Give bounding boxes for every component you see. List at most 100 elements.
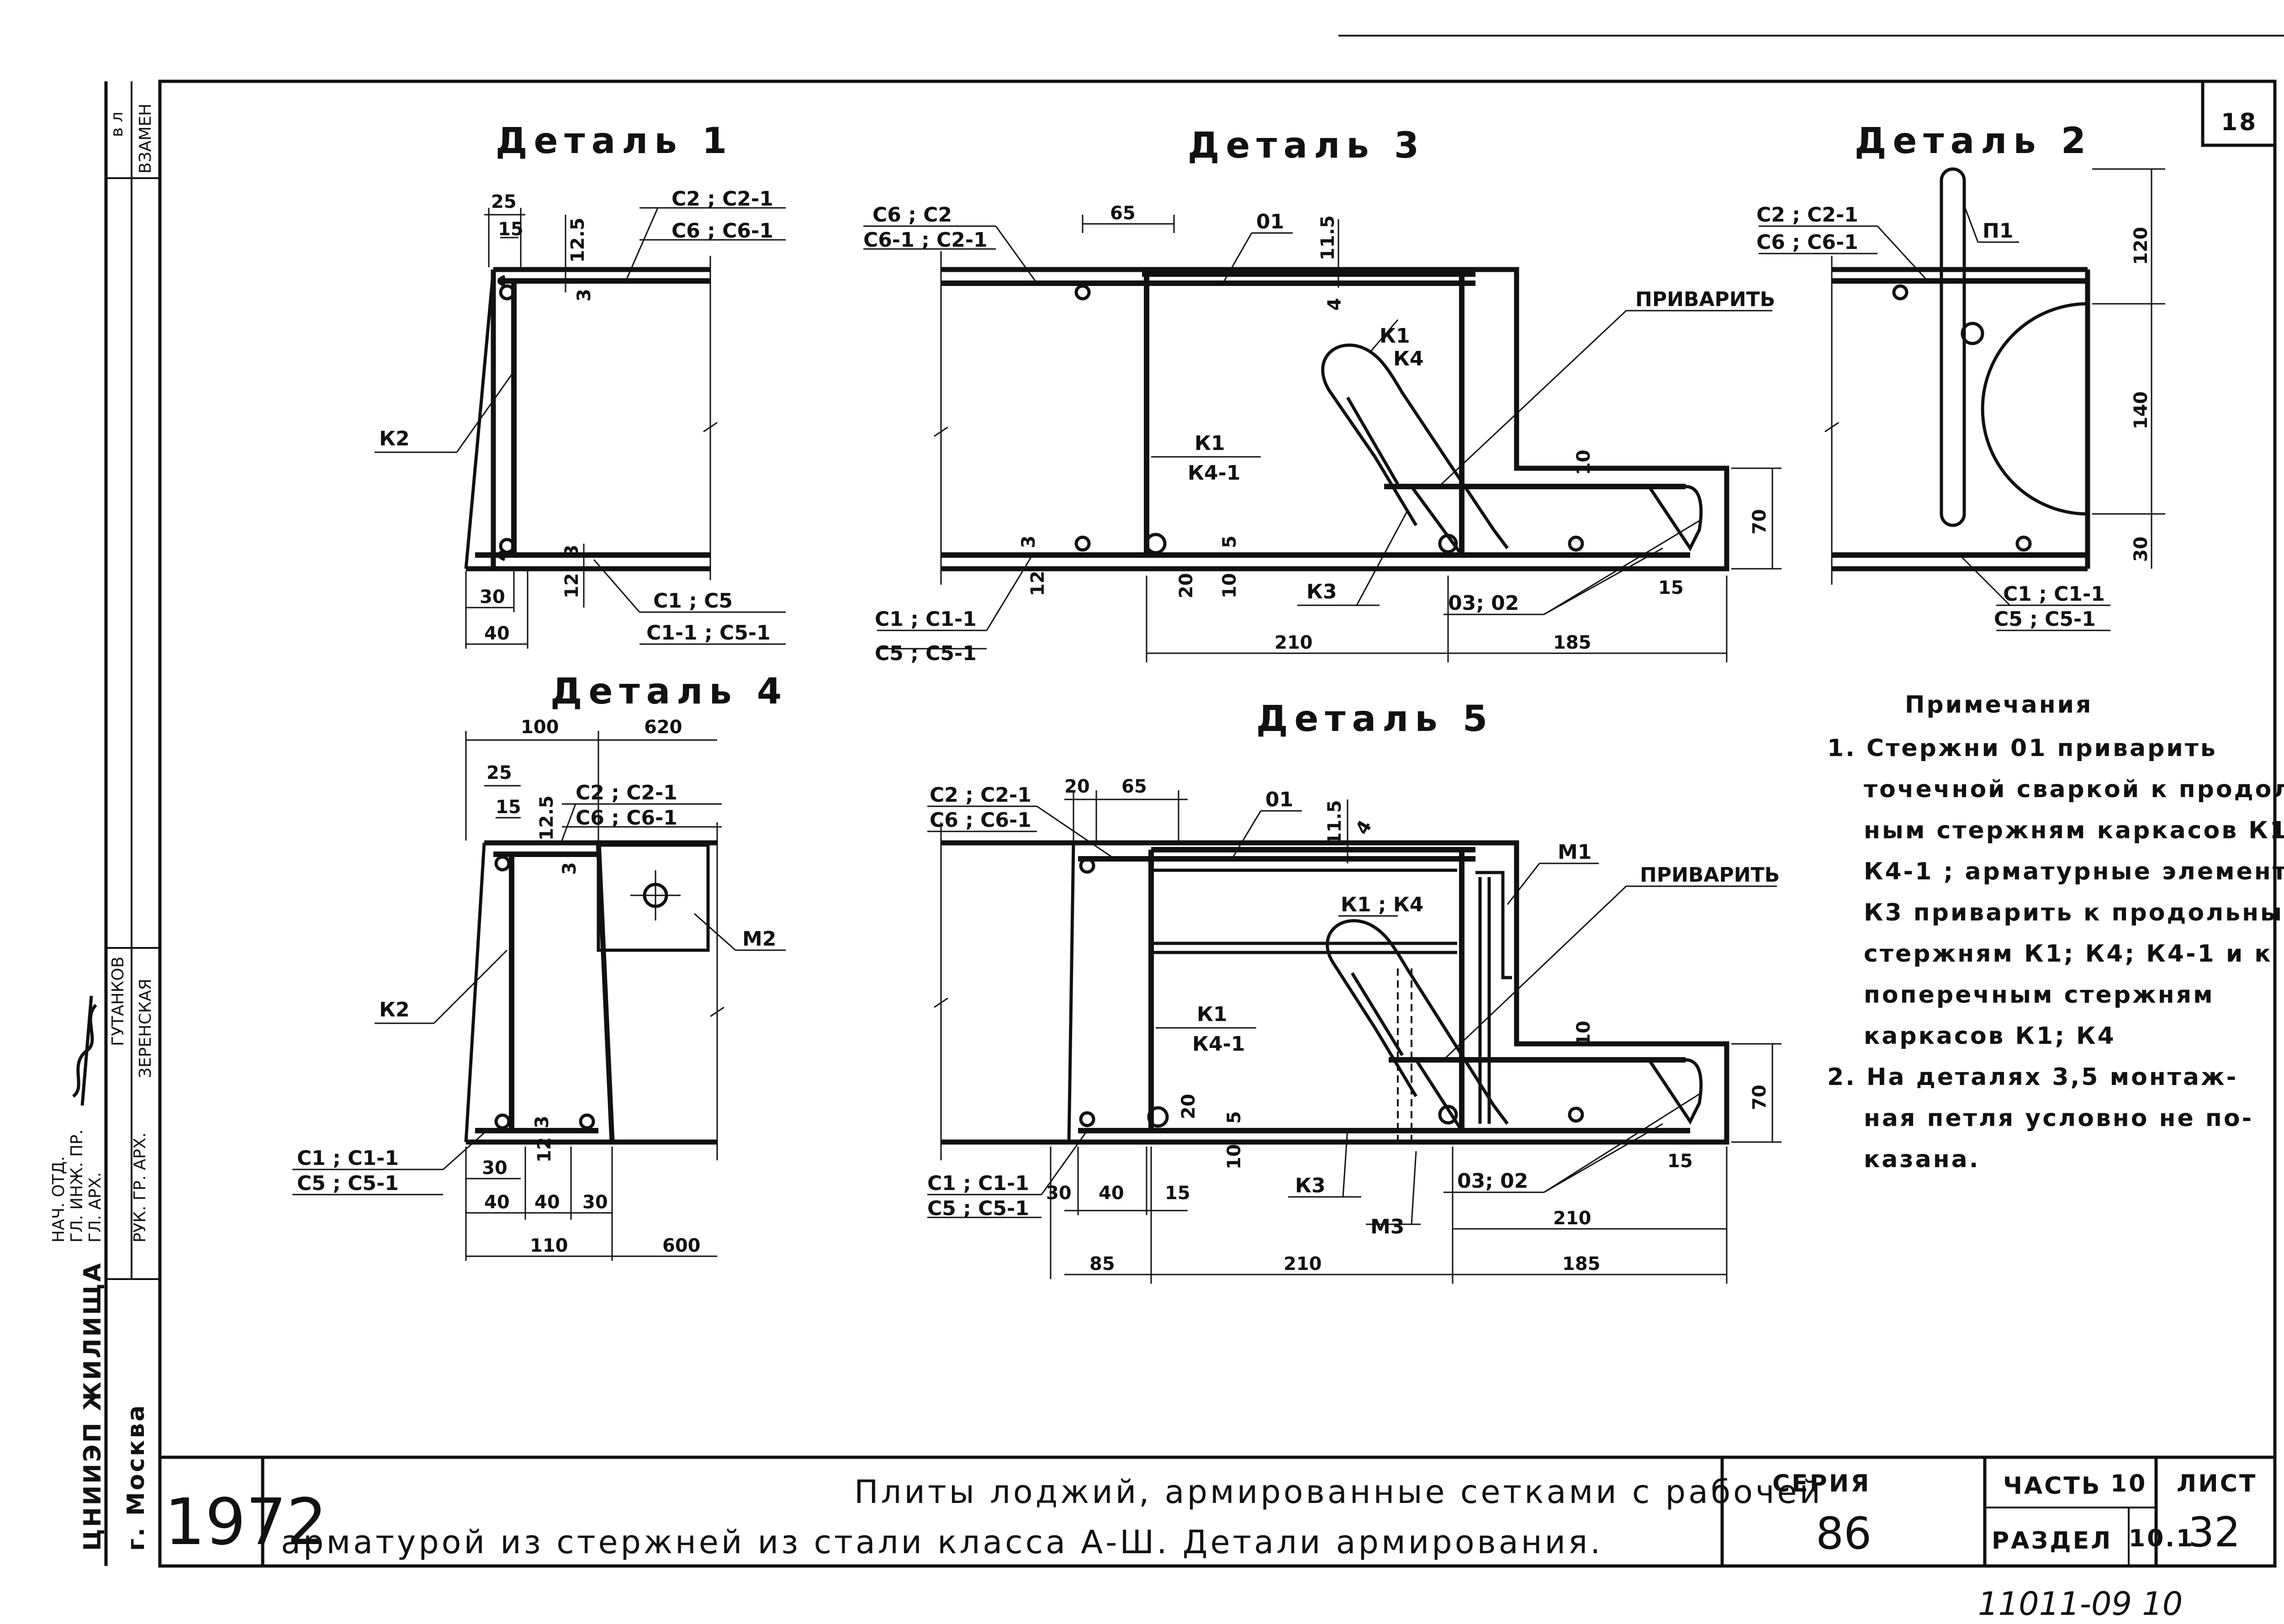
detail-4-outline bbox=[466, 840, 717, 1145]
d3-dim-210: 210 bbox=[1274, 632, 1313, 653]
d5-weld: ПРИВАРИТЬ bbox=[1640, 863, 1780, 887]
d5-dim-15-right: 15 bbox=[1667, 1151, 1693, 1172]
d3-top-bars-1: С6 ; С2 bbox=[872, 203, 952, 227]
d4-dim-3-bot: 3 bbox=[532, 1116, 553, 1128]
detail-4-slope bbox=[464, 842, 486, 1143]
stamp-replace-label: ВЗАМЕН bbox=[136, 104, 155, 174]
d3-bar-01: 01 bbox=[1256, 210, 1284, 233]
d2-top-bars-2: С6 ; С6-1 bbox=[1756, 231, 1858, 254]
d4-dim-12: 12 bbox=[534, 1137, 555, 1163]
d4-dim-620: 620 bbox=[644, 717, 682, 738]
detail-2-outline bbox=[1832, 267, 2090, 571]
d5-bottom-bars-2: С5 ; С5-1 bbox=[927, 1197, 1029, 1220]
d4-top-bars-1: С2 ; С2-1 bbox=[576, 781, 677, 804]
stamp-name-2: ЗЕРЕНСКАЯ bbox=[136, 979, 155, 1078]
tb-drawing-code: 11011-09 10 bbox=[1978, 1585, 2183, 1623]
d5-m3: М3 bbox=[1370, 1215, 1404, 1238]
d5-top-bars-1: С2 ; С2-1 bbox=[930, 783, 1031, 807]
d3-dim-12: 12 bbox=[1027, 571, 1048, 596]
d5-dim-210: 210 bbox=[1284, 1254, 1322, 1275]
stamp-row-0: НАЧ. ОТД. bbox=[49, 1156, 68, 1243]
notes-heading: Примечания bbox=[1905, 691, 2093, 719]
d3-k3: К3 bbox=[1306, 580, 1337, 603]
d4-dim-40-b: 40 bbox=[534, 1192, 560, 1213]
d3-weld: ПРИВАРИТЬ bbox=[1635, 288, 1775, 311]
d5-bar-01: 01 bbox=[1265, 788, 1293, 811]
d4-dim-15: 15 bbox=[496, 797, 521, 818]
d1-dim-3-bot: 3 bbox=[561, 545, 582, 557]
d3-k1-upper: К1 bbox=[1380, 324, 1410, 348]
d2-recess bbox=[1981, 302, 2088, 516]
note-line-3: ным стержням каркасов К1,К4 bbox=[1864, 817, 2284, 844]
note-line-1: 1. Стержни 01 приварить bbox=[1827, 735, 2217, 762]
tb-part-value: 10 bbox=[2110, 1470, 2147, 1497]
d5-dim-40: 40 bbox=[1099, 1183, 1124, 1204]
d3-loop bbox=[1321, 344, 1509, 550]
detail-5-title: Деталь 5 bbox=[1256, 698, 1494, 740]
note-line-5: К3 приварить к продольным bbox=[1864, 899, 2284, 926]
d4-dim-600: 600 bbox=[662, 1235, 701, 1256]
d3-k4-upper: К4 bbox=[1393, 347, 1424, 370]
d5-plate-m3 bbox=[1397, 968, 1512, 1143]
d3-dim-5: 5 bbox=[1219, 535, 1240, 548]
note-line-2: точечной сваркой к продоль- bbox=[1864, 776, 2284, 803]
d4-dim-110: 110 bbox=[530, 1235, 568, 1256]
tb-title-line2: арматурой из стержней из стали класса А-… bbox=[281, 1523, 1603, 1561]
d3-dim-10-bot: 10 bbox=[1219, 573, 1240, 598]
detail-4: Деталь 4 100 620 25 15 12.5 3 3 12 30 bbox=[292, 671, 786, 1261]
note-line-11: казана. bbox=[1864, 1146, 1980, 1173]
stamp-row-2: ГЛ. АРХ. bbox=[86, 1172, 105, 1243]
d2-bottom-bars-1: С1 ; С1-1 bbox=[2003, 582, 2105, 606]
d1-dim-3-top: 3 bbox=[574, 289, 595, 302]
d3-k1-lower: К1 bbox=[1195, 432, 1225, 455]
d1-top-bars-1: С2 ; С2-1 bbox=[671, 187, 773, 211]
d4-plate-m2 bbox=[597, 843, 710, 952]
d1-dim-25: 25 bbox=[491, 191, 517, 212]
d3-o3o2: 03; 02 bbox=[1448, 592, 1519, 615]
d4-dim-25: 25 bbox=[486, 762, 512, 783]
note-line-7: поперечным стержням bbox=[1864, 981, 2215, 1009]
tb-sheet-label: ЛИСТ bbox=[2177, 1470, 2257, 1497]
d2-dim-140: 140 bbox=[2131, 391, 2152, 430]
d4-dim-40-a: 40 bbox=[484, 1192, 510, 1213]
d4-top-bars-2: С6 ; С6-1 bbox=[576, 806, 677, 830]
corner-marks: в л bbox=[108, 111, 127, 137]
d4-bottom-bars-1: С1 ; С1-1 bbox=[297, 1147, 399, 1170]
d5-top-bars-2: С6 ; С6-1 bbox=[930, 809, 1031, 832]
d3-bottom-bars-1: С1 ; С1-1 bbox=[875, 608, 977, 631]
tb-series-value: 86 bbox=[1816, 1508, 1872, 1559]
note-line-4: К4-1 ; арматурные элементы bbox=[1864, 858, 2284, 885]
d1-top-bars-2: С6 ; С6-1 bbox=[671, 219, 773, 243]
d1-frame-label: К2 bbox=[379, 427, 410, 450]
d3-dim-3: 3 bbox=[1018, 535, 1039, 548]
title-block: 1972 Плиты лоджий, армированные сетками … bbox=[160, 1455, 2275, 1623]
d4-bottom-bars-2: С5 ; С5-1 bbox=[297, 1172, 399, 1195]
detail-3: Деталь 3 65 11.5 4 3 12 20 5 10 10 bbox=[863, 125, 1782, 665]
d2-loop-label: П1 bbox=[1983, 219, 2013, 243]
note-line-8: каркасов К1; К4 bbox=[1864, 1022, 2116, 1050]
d5-dim-65: 65 bbox=[1121, 776, 1147, 797]
d5-dim-20: 20 bbox=[1064, 776, 1090, 797]
d3-k41-lower: К4-1 bbox=[1188, 461, 1240, 485]
d1-bottom-bars-1: С1 ; С5 bbox=[653, 589, 733, 613]
d3-dim-70: 70 bbox=[1749, 509, 1770, 534]
stamp-org: ЦНИИЭП ЖИЛИЩА bbox=[79, 1261, 106, 1551]
d2-dim-120: 120 bbox=[2131, 227, 2152, 265]
d4-dim-30: 30 bbox=[482, 1158, 508, 1179]
detail-3-outline bbox=[941, 267, 1729, 571]
d3-dim-20: 20 bbox=[1176, 573, 1197, 598]
d1-dim-12-5: 12.5 bbox=[567, 217, 588, 263]
d3-dim-11-5: 11.5 bbox=[1317, 215, 1338, 260]
tb-series-label: СЕРИЯ bbox=[1772, 1470, 1871, 1497]
signature bbox=[72, 995, 97, 1106]
d5-dim-11-5: 11.5 bbox=[1324, 800, 1345, 845]
d4-m2: М2 bbox=[742, 927, 776, 951]
notes: Примечания 1. Стержни 01 приварить точеч… bbox=[1827, 691, 2284, 1173]
d2-top-bars-1: С2 ; С2-1 bbox=[1756, 203, 1858, 227]
side-stamp: в л ВЗАМЕН ГУТАНКОВ ЗЕРЕНСКАЯ НАЧ. ОТД. … bbox=[49, 81, 160, 1566]
d5-k41-lower: К4-1 bbox=[1192, 1032, 1245, 1056]
d5-k1k4: К1 ; К4 bbox=[1341, 893, 1423, 916]
detail-1: Деталь 1 25 15 12.5 3 3 12 30 40 bbox=[375, 121, 786, 649]
stamp-row-3: РУК. ГР. АРХ. bbox=[131, 1132, 149, 1243]
d5-k3: К3 bbox=[1295, 1174, 1326, 1197]
